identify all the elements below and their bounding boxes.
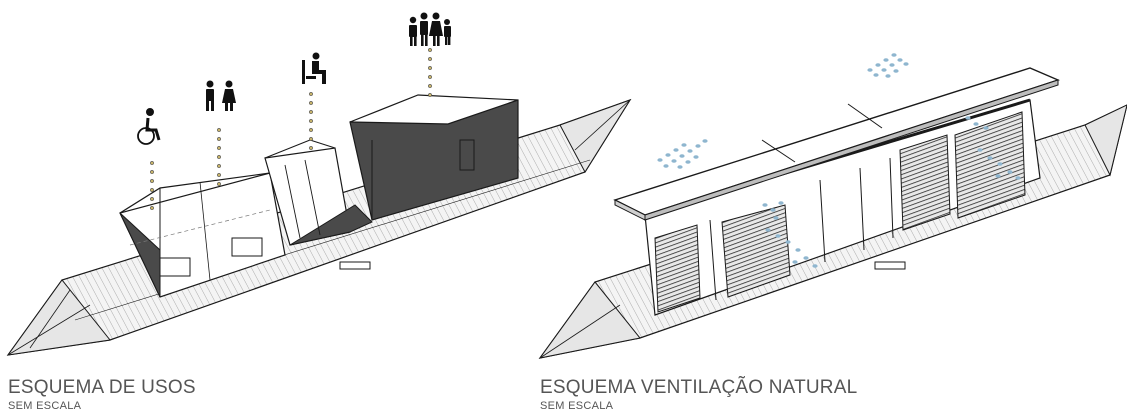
- ventilation-scheme-drawing: [538, 53, 1127, 359]
- diagram-canvas: [6, 12, 1127, 359]
- roof: [613, 67, 1060, 221]
- uses-title: ESQUEMA DE USOS: [8, 377, 196, 398]
- wheelchair-user-icon: [137, 108, 161, 145]
- ventilation-caption: ESQUEMA VENTILAÇÃO NATURAL SEM ESCALA: [540, 377, 857, 412]
- ventilation-title: ESQUEMA VENTILAÇÃO NATURAL: [540, 377, 858, 398]
- airflow-dots-icon: [657, 53, 1021, 268]
- bathroom-module: [264, 139, 373, 246]
- uses-scale-note: SEM ESCALA: [8, 400, 82, 412]
- uses-caption: ESQUEMA DE USOS SEM ESCALA: [8, 377, 196, 412]
- ventilation-scale-note: SEM ESCALA: [540, 400, 614, 412]
- seated-toilet-user-icon: [302, 52, 326, 84]
- building-walls: [644, 98, 1041, 316]
- family-icon: [409, 12, 451, 46]
- room-module: [119, 172, 286, 298]
- uses-scheme-drawing: [6, 12, 632, 356]
- social-module: [349, 94, 519, 221]
- couple-icon: [206, 80, 236, 111]
- use-connectors: [150, 48, 432, 210]
